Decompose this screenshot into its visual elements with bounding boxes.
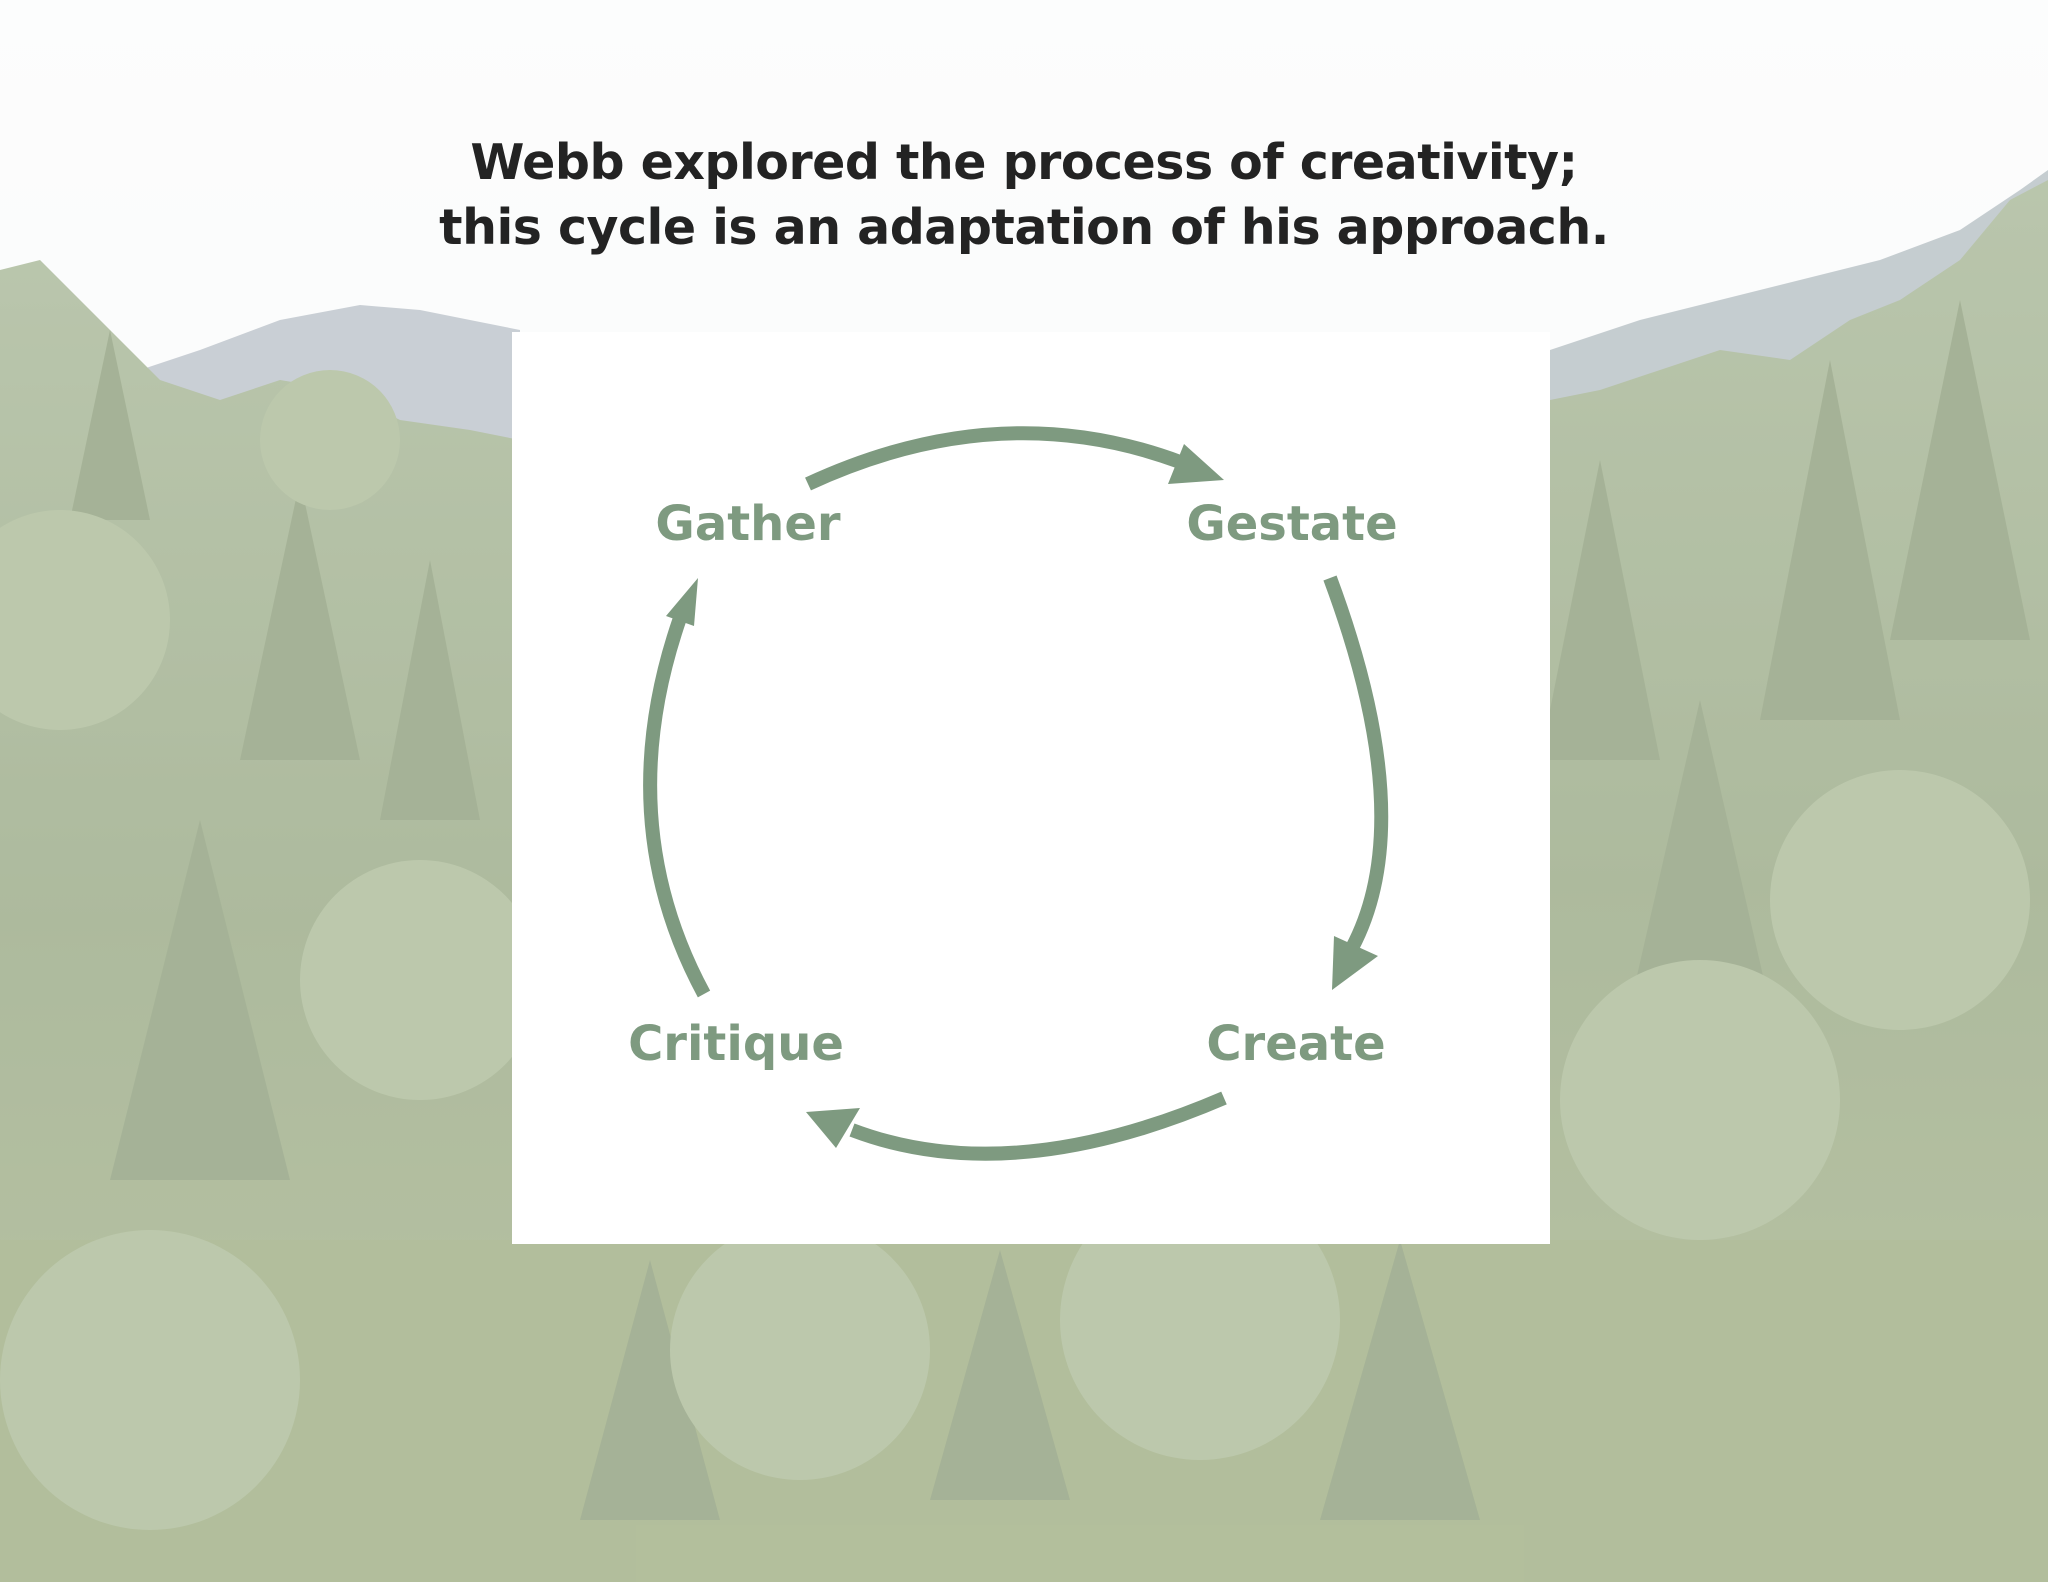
- title-line-1: Webb explored the process of creativity;: [470, 134, 1578, 191]
- slide-title: Webb explored the process of creativity;…: [324, 130, 1724, 260]
- diagram-panel: [512, 332, 1550, 1244]
- title-line-2: this cycle is an adaptation of his appro…: [439, 199, 1609, 256]
